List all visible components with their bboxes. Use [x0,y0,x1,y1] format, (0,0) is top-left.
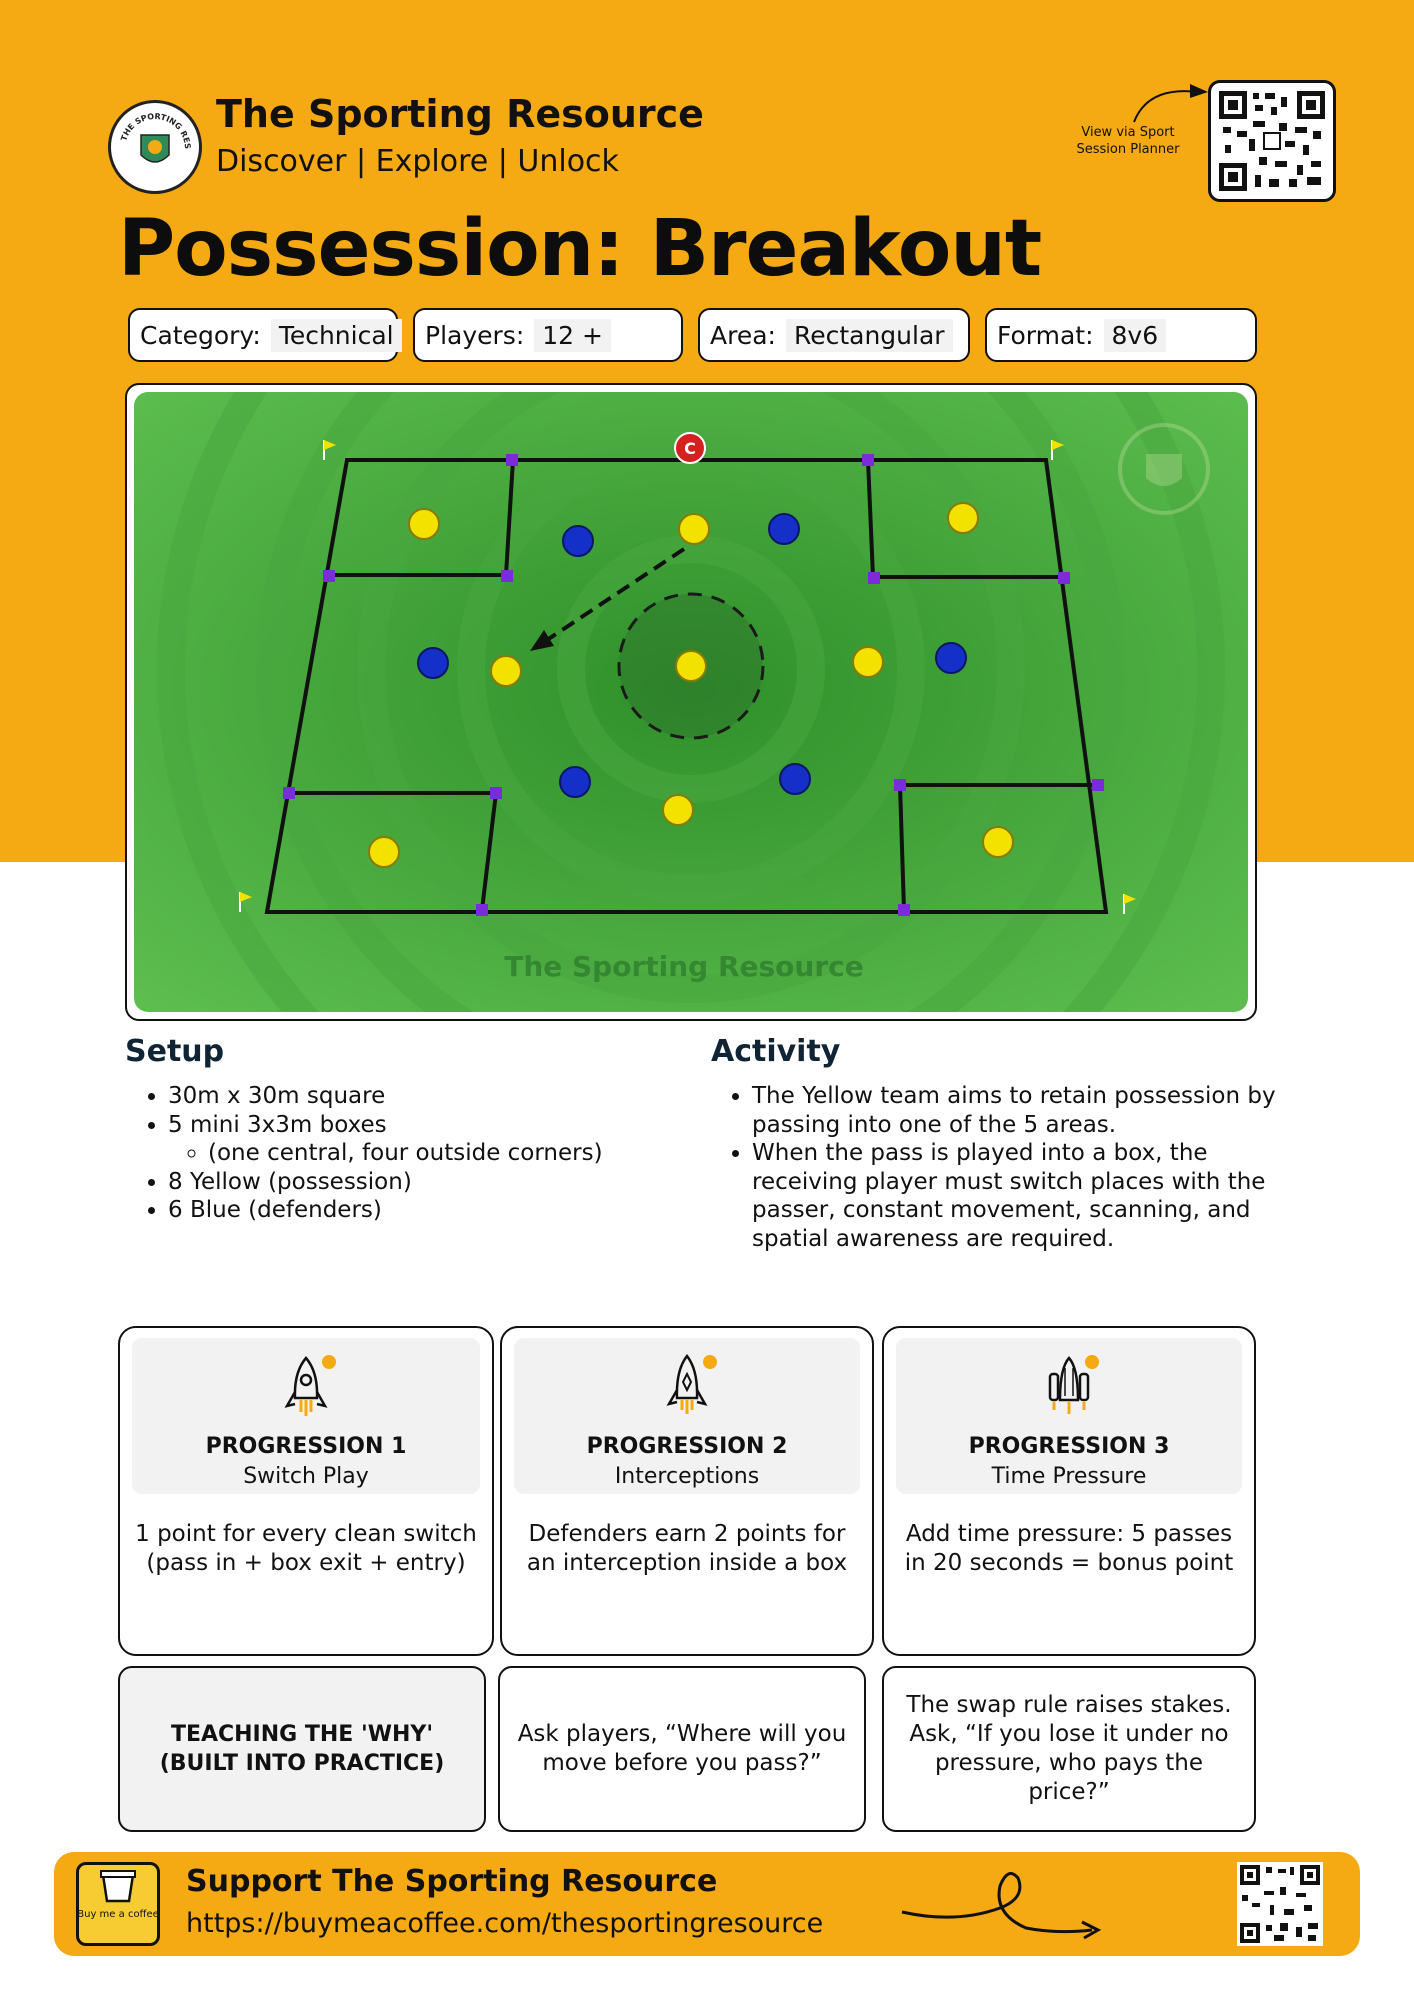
area-value: Rectangular [785,318,953,352]
brand-tagline: Discover | Explore | Unlock [216,144,619,179]
qr-code-icon [1219,91,1325,191]
cones [283,454,1104,916]
players-pill: Players: 12 + [413,308,683,362]
curved-arrow-icon [1133,84,1208,123]
pitch-surface [134,392,1248,1012]
qr-code[interactable] [1208,80,1336,202]
progression-subtitle: Interceptions [614,1464,760,1489]
format-value: 8v6 [1103,318,1167,352]
rocket-icon [666,1353,717,1414]
space-shuttle-icon [1048,1355,1099,1414]
qr-code-icon [1240,1865,1320,1943]
progression-body: Defenders earn 2 points for an intercept… [526,1521,848,1576]
progression-card-1: PROGRESSION 1 Switch Play 1 point for ev… [118,1326,494,1656]
qr-caption: View via Sport Session Planner [1076,125,1180,157]
activity-heading: Activity [711,1034,841,1069]
progression-header: PROGRESSION 2 Interceptions [514,1338,860,1494]
activity-list: The Yellow team aims to retain possessio… [712,1082,1312,1253]
corner-flags [239,440,1136,914]
support-footer: Buy me a coffee Support The Sporting Res… [54,1852,1360,1956]
pitch-diagram: C The Sporting Resource [134,392,1248,1012]
pass-arrow [530,547,686,651]
diagram-watermark: The Sporting Resource [504,950,864,983]
coffee-cup-icon[interactable]: Buy me a coffee [76,1862,160,1946]
setup-heading: Setup [125,1034,225,1069]
setup-list: 30m x 30m square 5 mini 3x3m boxes (one … [128,1082,728,1225]
svg-text:Buy me a coffee: Buy me a coffee [79,1909,157,1920]
support-title: Support The Sporting Resource [186,1864,718,1899]
progression-title: PROGRESSION 1 [205,1434,407,1459]
page-title: Possession: Breakout [118,204,1042,294]
category-label: Category: [140,320,261,350]
list-item: The Yellow team aims to retain possessio… [752,1082,1312,1139]
brand-logo: THE SPORTING RESOURCE [108,100,202,194]
area-pill: Area: Rectangular [698,308,970,362]
progression-body: 1 point for every clean switch (pass in … [135,1521,477,1576]
list-item: 5 mini 3x3m boxes (one central, four out… [168,1111,728,1168]
progression-body: Add time pressure: 5 passes in 20 second… [904,1521,1234,1576]
list-item: When the pass is played into a box, the … [752,1139,1312,1253]
coach-marker: C [674,432,706,464]
swirl-arrow-icon [901,1872,1102,1940]
area-label: Area: [710,320,776,350]
players-value: 12 + [534,318,611,352]
progression-header: PROGRESSION 3 Time Pressure [896,1338,1242,1494]
blue-players [417,513,967,798]
teaching-heading: TEACHING THE 'WHY' (BUILT INTO PRACTICE) [118,1666,486,1832]
progression-subtitle: Switch Play [243,1464,369,1489]
format-pill: Format: 8v6 [985,308,1257,362]
format-label: Format: [997,320,1094,350]
yellow-players [368,502,1014,868]
progression-card-2: PROGRESSION 2 Interceptions Defenders ea… [500,1326,874,1656]
rocket-icon [284,1355,336,1416]
shield-crest-icon: THE SPORTING RESOURCE [111,103,192,163]
teaching-question-2: The swap rule raises stakes. Ask, “If yo… [882,1666,1256,1832]
progression-header: PROGRESSION 1 Switch Play [132,1338,480,1494]
list-item: (one central, four outside corners) [208,1139,728,1168]
brand-name: The Sporting Resource [216,92,704,136]
list-item: 8 Yellow (possession) [168,1168,728,1197]
players-label: Players: [425,320,525,350]
teaching-question-1: Ask players, “Where will you move before… [498,1666,866,1832]
category-pill: Category: Technical [128,308,402,362]
progression-title: PROGRESSION 3 [968,1434,1170,1459]
support-link[interactable]: https://buymeacoffee.com/thesportingreso… [186,1908,824,1939]
progression-subtitle: Time Pressure [991,1464,1147,1489]
progression-title: PROGRESSION 2 [586,1434,788,1459]
svg-text:C: C [684,439,696,458]
list-item: 6 Blue (defenders) [168,1196,728,1225]
category-value: Technical [270,318,402,352]
progression-card-3: PROGRESSION 3 Time Pressure Add time pre… [882,1326,1256,1656]
watermark-logo [1118,423,1210,515]
list-item: 30m x 30m square [168,1082,728,1111]
footer-qr-code[interactable] [1237,1862,1323,1946]
